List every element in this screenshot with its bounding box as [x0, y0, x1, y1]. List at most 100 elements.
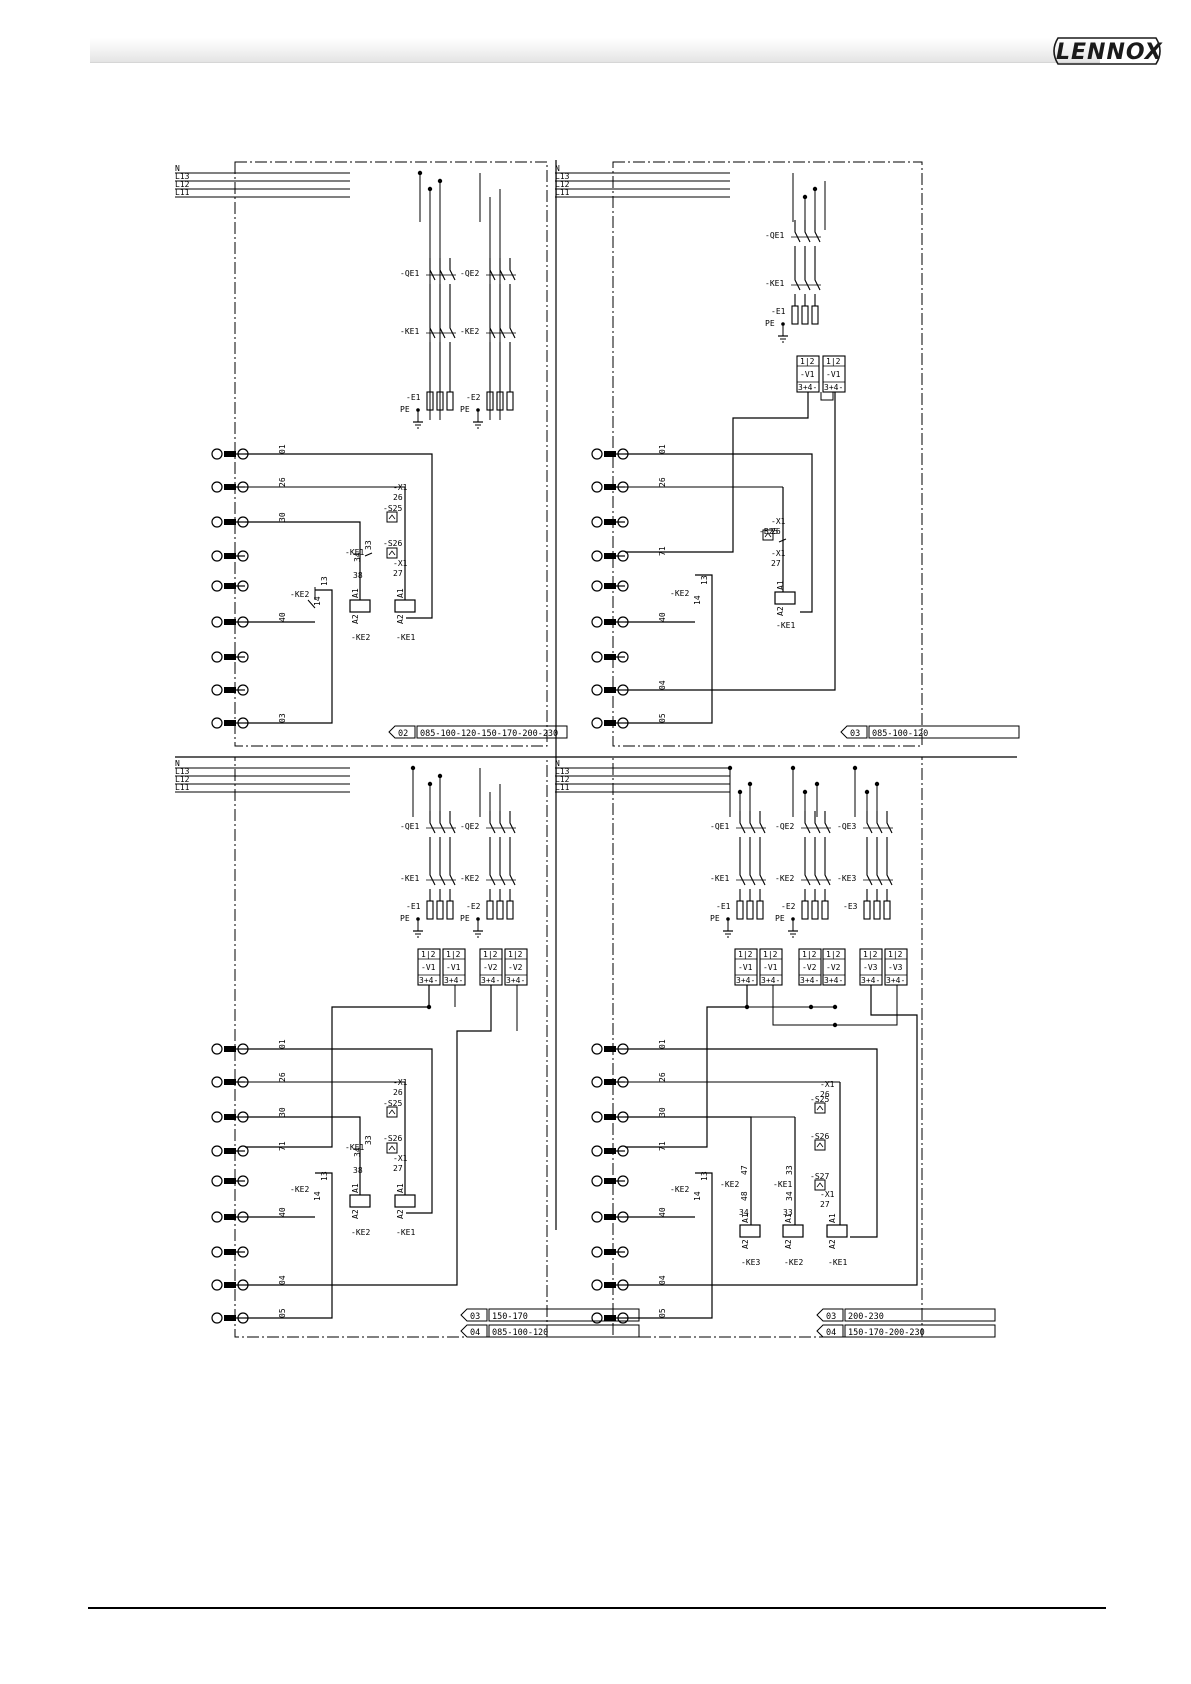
- switch-tag: -S26: [383, 1134, 402, 1143]
- heater-element-icon: [863, 900, 871, 920]
- supply-label: L12: [175, 775, 190, 784]
- terminal-screw-icon: [591, 580, 603, 592]
- wire: [625, 574, 713, 724]
- wire-number: 13: [700, 1171, 709, 1181]
- terminal-screw-icon: [211, 1043, 223, 1055]
- heater-element-icon: [746, 900, 754, 920]
- terminal-block-icon: [604, 451, 616, 457]
- wire-number: 26: [393, 493, 403, 502]
- contactor-tag: -KE1: [765, 279, 784, 288]
- terminal-block-icon: [604, 1315, 616, 1321]
- supply-label: L12: [555, 775, 570, 784]
- terminal-block-icon: [224, 519, 236, 525]
- terminal-number: 40: [278, 1207, 287, 1217]
- footer-rule: [88, 1607, 1106, 1609]
- wire: [749, 863, 756, 886]
- terminal-screw-icon: [211, 717, 223, 729]
- valve-pins: 1|2: [863, 950, 878, 959]
- supply-label: N: [175, 759, 180, 768]
- valve-pins: 3+4-: [861, 976, 880, 985]
- wire-number: 14: [693, 595, 702, 605]
- junction-dot: [737, 789, 743, 795]
- valve-pins: 1|2: [802, 950, 817, 959]
- coil-pin: A1: [784, 1213, 793, 1223]
- junction-dot: [864, 789, 870, 795]
- model-list-box: [488, 1308, 640, 1322]
- switch-tag: -S26: [810, 1132, 829, 1141]
- terminal-screw-icon: [591, 1111, 603, 1123]
- model-list-box: [488, 1324, 640, 1338]
- model-list-box: [844, 1308, 996, 1322]
- contactor-coil-icon: [739, 1224, 761, 1238]
- wire: [824, 863, 831, 886]
- terminal-number: 01: [658, 1039, 667, 1049]
- wire: [449, 811, 456, 834]
- wire: [625, 392, 809, 553]
- valve-tag: -V3: [888, 963, 903, 972]
- wire: [814, 811, 821, 834]
- contactor-coil-icon: [349, 1194, 371, 1208]
- junction-dot: [727, 765, 733, 771]
- valve-tag: -V1: [738, 963, 753, 972]
- heater-element-icon: [883, 900, 891, 920]
- panel-frame: [234, 756, 548, 1338]
- aux-contact-tag: -KE1: [345, 548, 364, 557]
- aux-contact-tag: -KE2: [670, 589, 689, 598]
- diagram-panel-4: NL13L12L11-QE1-KE1-E1PE-QE2-KE2-E2PE-QE3…: [555, 756, 996, 1338]
- terminal-number: 26: [658, 1072, 667, 1082]
- earth-dot: [726, 917, 730, 921]
- coil-pin: A2: [776, 606, 785, 616]
- wire: [509, 258, 516, 281]
- terminal-number: 01: [278, 1039, 287, 1049]
- wire: [245, 1048, 433, 1214]
- wire-number: 13: [320, 1171, 329, 1181]
- wire-number: 34: [353, 1147, 362, 1157]
- model-list: 200-230: [848, 1312, 884, 1322]
- sheet-number: 03: [850, 729, 860, 739]
- wire: [489, 316, 496, 339]
- coil-pin: A1: [396, 588, 405, 598]
- wire: [429, 863, 436, 886]
- switch-tag: -S25: [383, 1099, 402, 1108]
- breaker-tag: -QE1: [400, 269, 419, 278]
- wire: [625, 453, 813, 613]
- valve-actuator-icon: [798, 948, 822, 986]
- aux-contact-tag: -KE2: [290, 1185, 309, 1194]
- earth-dot: [476, 917, 480, 921]
- heater-element-icon: [496, 391, 504, 411]
- wire: [759, 863, 766, 886]
- heater-element-icon: [496, 900, 504, 920]
- sheet-ref-tag: [816, 1324, 844, 1338]
- wire: [625, 1048, 878, 1238]
- wire: [388, 550, 396, 556]
- sheet-number: 03: [470, 1312, 480, 1322]
- coil-pin: A1: [741, 1213, 750, 1223]
- wire-number: 33: [364, 540, 373, 550]
- terminal-screw-icon: [591, 550, 603, 562]
- coil-tag: -KE2: [784, 1258, 803, 1267]
- wire: [804, 811, 811, 834]
- heater-tag: -E1: [716, 902, 731, 911]
- wire-number: 34: [353, 552, 362, 562]
- model-list: 150-170-200-230: [848, 1328, 925, 1338]
- terminal-block-icon: [224, 484, 236, 490]
- terminal-ref: -X1: [393, 559, 408, 568]
- junction-dot: [874, 781, 880, 787]
- contactor-tag: -KE1: [400, 327, 419, 336]
- terminal-block-icon: [604, 1178, 616, 1184]
- earth-dot: [791, 917, 795, 921]
- valve-pins: 3+4-: [736, 976, 755, 985]
- terminal-block-icon: [604, 553, 616, 559]
- terminal-block-icon: [224, 1046, 236, 1052]
- contactor-coil-icon: [394, 599, 416, 613]
- terminal-screw-icon: [211, 1211, 223, 1223]
- sheet-number: 03: [826, 1312, 836, 1322]
- contactor-coil-icon: [394, 1194, 416, 1208]
- terminal-screw-icon: [211, 651, 223, 663]
- wire: [499, 863, 506, 886]
- wire: [388, 1109, 396, 1115]
- contactor-tag: -KE2: [460, 327, 479, 336]
- heater-tag: -E1: [406, 393, 421, 402]
- wire: [429, 811, 436, 834]
- valve-pins: 3+4-: [824, 976, 843, 985]
